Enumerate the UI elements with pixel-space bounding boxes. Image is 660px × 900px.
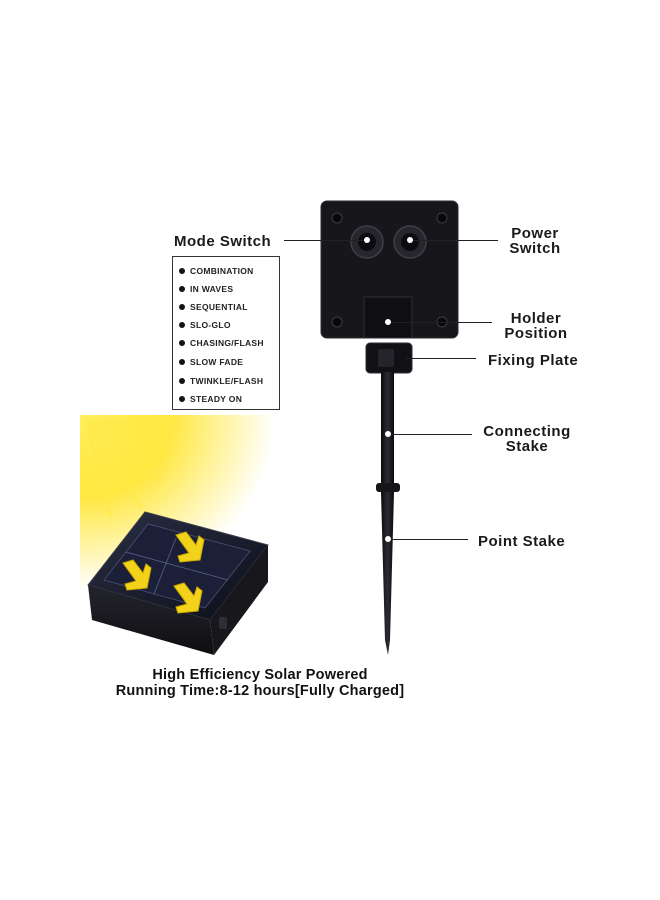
bullet-icon — [179, 285, 185, 292]
bullet-icon — [179, 321, 185, 328]
bullet-icon — [179, 303, 185, 310]
power-switch-dot — [407, 237, 413, 243]
bullet-icon — [179, 395, 185, 402]
power-switch-leader — [412, 240, 498, 241]
bullet-icon — [179, 377, 185, 384]
connecting-stake-label-line2: Stake — [505, 438, 549, 455]
mode-item: IN WAVES — [179, 284, 233, 294]
bullet-icon — [179, 339, 185, 346]
mode-item: STEADY ON — [179, 394, 242, 404]
point-stake-label: Point Stake — [478, 533, 566, 550]
point-stake-dot — [385, 536, 391, 542]
mode-item: SLO-GLO — [179, 320, 231, 330]
connecting-stake-leader — [392, 434, 472, 435]
connecting-stake-label-line1: Connecting — [483, 423, 571, 440]
mode-item: TWINKLE/FLASH — [179, 376, 263, 386]
holder-leader — [390, 322, 492, 323]
mode-item: SEQUENTIAL — [179, 302, 248, 312]
bullet-icon — [179, 267, 185, 274]
mode-item: COMBINATION — [179, 266, 254, 276]
sun-arrow-icon — [122, 531, 205, 614]
bullet-icon — [179, 358, 185, 365]
holder-position-label-line1: Holder — [510, 310, 562, 327]
fixing-plate — [365, 342, 413, 374]
mode-switch-leader — [284, 240, 364, 241]
mode-switch-dot — [364, 237, 370, 243]
holder-dot — [385, 319, 391, 325]
power-switch-label-line1: Power — [511, 225, 559, 242]
holder-position-label-line2: Position — [504, 325, 568, 342]
power-switch-label: Power Switch — [500, 226, 570, 256]
mode-switch-label: Mode Switch — [174, 233, 272, 250]
caption-line1: High Efficiency Solar Powered — [152, 667, 368, 683]
connecting-stake-dot — [385, 431, 391, 437]
caption-line2: Running Time:8-12 hours[Fully Charged] — [115, 683, 405, 699]
power-switch-label-line2: Switch — [509, 240, 561, 257]
mode-list: COMBINATION IN WAVES SEQUENTIAL SLO-GLO … — [172, 256, 280, 410]
mode-item: CHASING/FLASH — [179, 338, 264, 348]
fixing-plate-leader — [406, 358, 476, 359]
connecting-stake-label: Connecting Stake — [476, 424, 578, 454]
fixing-plate-label: Fixing Plate — [488, 352, 579, 369]
controller-box — [320, 200, 459, 339]
holder-position-label: Holder Position — [496, 311, 576, 341]
point-stake-leader — [392, 539, 468, 540]
stake — [376, 372, 400, 655]
mode-item: SLOW FADE — [179, 357, 243, 367]
